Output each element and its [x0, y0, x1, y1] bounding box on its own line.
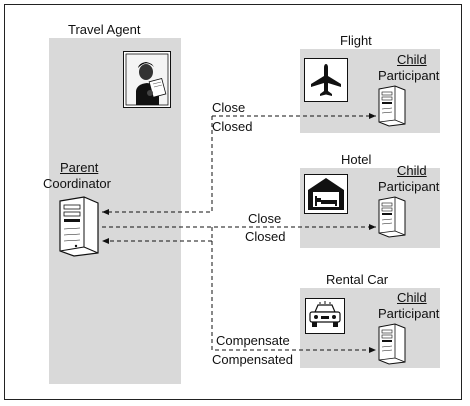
rental-car-request-label: Compensate	[216, 333, 290, 348]
hotel-title: Hotel	[341, 152, 372, 167]
flight-request-label: Close	[212, 100, 246, 115]
hotel-child-role: Child	[397, 163, 427, 178]
hotel-closed-arrow	[102, 227, 213, 244]
flight-closed-arrow	[102, 116, 213, 215]
server-tower-icon	[58, 195, 100, 257]
rental-car-participant-label: Participant	[378, 306, 440, 321]
hotel-participant-label: Participant	[378, 179, 440, 194]
flight-title: Flight	[340, 33, 372, 48]
rental-car-title: Rental Car	[326, 272, 389, 287]
airplane-icon	[304, 58, 348, 102]
hotel-request-label: Close	[248, 211, 282, 226]
travel-agent-title: Travel Agent	[68, 22, 141, 37]
diagram-frame	[4, 4, 462, 400]
flight-server-icon	[378, 85, 406, 127]
flight-response-label: Closed	[212, 119, 253, 134]
coordinator-label: Coordinator	[43, 176, 111, 191]
rental-car-compensate-arrow	[211, 241, 376, 353]
hotel-server-icon	[378, 196, 406, 238]
flight-child-role: Child	[397, 52, 427, 67]
car-icon	[305, 298, 345, 334]
parent-role-label: Parent	[60, 160, 99, 175]
hotel-response-label: Closed	[245, 229, 286, 244]
rental-car-child-role: Child	[397, 290, 427, 305]
hotel-bed-icon	[304, 174, 348, 214]
rental-car-server-icon	[378, 323, 406, 365]
flight-participant-label: Participant	[378, 68, 440, 83]
person-with-papers-icon	[123, 51, 171, 108]
rental-car-response-label: Compensated	[212, 352, 293, 367]
